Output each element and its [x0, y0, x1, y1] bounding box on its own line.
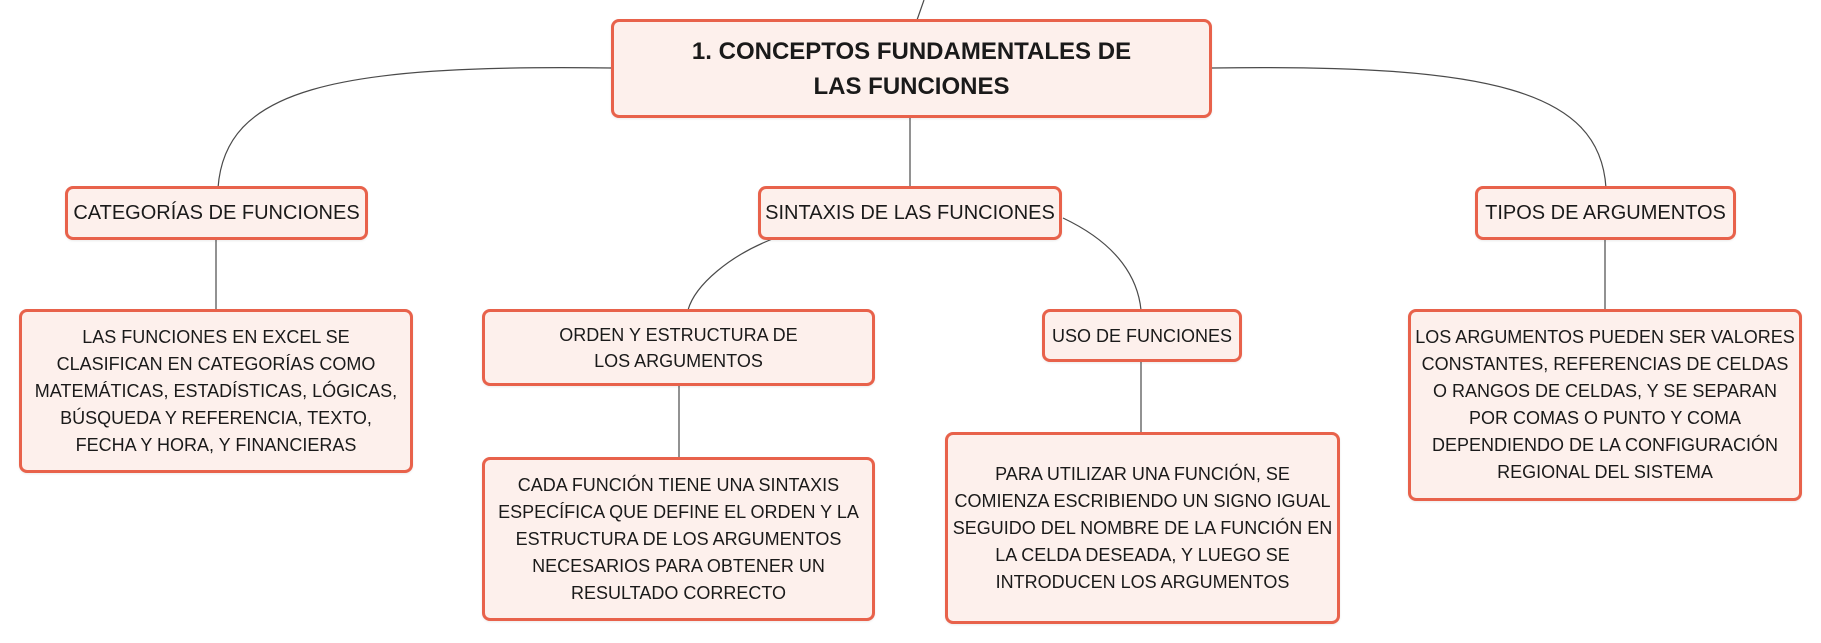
detail-tipos-text: LOS ARGUMENTOS PUEDEN SER VALORES CONSTA… — [1415, 327, 1795, 482]
root-topic-label: 1. CONCEPTOS FUNDAMENTALES DE LAS FUNCIO… — [691, 37, 1132, 100]
detail-uso[interactable]: PARA UTILIZAR UNA FUNCIÓN, SE COMIENZA E… — [945, 432, 1340, 624]
topic-categorias[interactable]: CATEGORÍAS DE FUNCIONES — [65, 186, 368, 240]
detail-orden[interactable]: CADA FUNCIÓN TIENE UNA SINTAXIS ESPECÍFI… — [482, 457, 875, 621]
topic-tipos[interactable]: TIPOS DE ARGUMENTOS — [1475, 186, 1736, 240]
connector-parent — [916, 0, 925, 21]
topic-orden[interactable]: ORDEN Y ESTRUCTURA DE LOS ARGUMENTOS — [482, 309, 875, 386]
topic-categorias-label: CATEGORÍAS DE FUNCIONES — [73, 202, 360, 224]
root-topic[interactable]: 1. CONCEPTOS FUNDAMENTALES DE LAS FUNCIO… — [611, 19, 1212, 118]
topic-sintaxis-label: SINTAXIS DE LAS FUNCIONES — [765, 202, 1055, 224]
detail-uso-text: PARA UTILIZAR UNA FUNCIÓN, SE COMIENZA E… — [952, 463, 1333, 592]
detail-orden-text: CADA FUNCIÓN TIENE UNA SINTAXIS ESPECÍFI… — [498, 474, 859, 603]
topic-sintaxis[interactable]: SINTAXIS DE LAS FUNCIONES — [758, 186, 1062, 240]
connector-root-tipos — [1211, 67, 1607, 189]
topic-uso[interactable]: USO DE FUNCIONES — [1042, 309, 1242, 362]
connector-sintaxis-uso — [1062, 217, 1142, 311]
topic-tipos-label: TIPOS DE ARGUMENTOS — [1485, 202, 1726, 224]
detail-categorias[interactable]: LAS FUNCIONES EN EXCEL SE CLASIFICAN EN … — [19, 309, 413, 473]
detail-categorias-text: LAS FUNCIONES EN EXCEL SE CLASIFICAN EN … — [34, 326, 398, 455]
connector-sintaxis-orden — [687, 237, 776, 311]
connector-root-categorias — [217, 67, 613, 189]
topic-orden-label: ORDEN Y ESTRUCTURA DE LOS ARGUMENTOS — [559, 324, 798, 371]
topic-uso-label: USO DE FUNCIONES — [1051, 325, 1233, 346]
detail-tipos[interactable]: LOS ARGUMENTOS PUEDEN SER VALORES CONSTA… — [1408, 309, 1802, 501]
